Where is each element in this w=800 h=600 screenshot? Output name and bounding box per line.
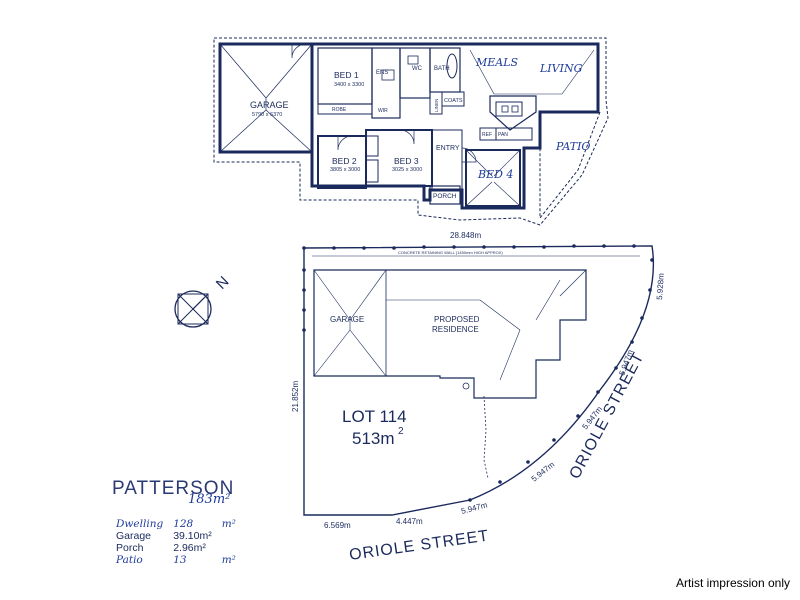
ens-label: ENS xyxy=(376,70,388,76)
wc-label: WC xyxy=(412,66,423,72)
floor-plan xyxy=(213,37,609,226)
area-row-label: Garage xyxy=(116,530,152,542)
garage-label: GARAGE xyxy=(250,100,289,110)
dim-diag-1: 5.947m xyxy=(460,500,488,516)
house-walls xyxy=(310,42,600,210)
area-row-value: 13 xyxy=(173,554,187,566)
bed2-label: BED 2 xyxy=(332,156,357,166)
bath-label: BATH xyxy=(434,66,450,72)
bed1-dim: 3400 x 3300 xyxy=(334,82,364,88)
lot-boundary xyxy=(303,245,655,516)
area-row-unit: m² xyxy=(221,554,236,566)
entry-label: ENTRY xyxy=(436,145,460,152)
site-plan xyxy=(174,244,655,516)
area-row-label: Patio xyxy=(116,554,143,566)
area-row: Dwelling 128 m² xyxy=(116,518,246,530)
site-garage-label: GARAGE xyxy=(330,315,364,324)
area-row-label: Dwelling xyxy=(116,518,164,530)
retaining-wall-label: CONCRETE RETAINING WALL (1450mm HIGH APP… xyxy=(398,250,503,255)
garage-dim: 5790 x 6370 xyxy=(252,112,282,118)
porch-label: PORCH xyxy=(433,193,457,200)
area-row-unit xyxy=(222,530,246,542)
garage-walls xyxy=(218,42,314,154)
area-row: Patio 13 m² xyxy=(116,554,246,566)
residence-label-1: PROPOSED xyxy=(434,315,480,324)
north-label: N xyxy=(213,273,233,293)
robe-label: ROBE xyxy=(332,107,347,113)
street-bottom-label: ORIOLE STREET xyxy=(348,527,490,563)
fence-markers xyxy=(302,244,654,502)
design-name: PATTERSON xyxy=(112,478,235,499)
lot-label: LOT 114 xyxy=(342,407,407,426)
total-area: 183m² xyxy=(188,492,231,507)
north-arrow-icon xyxy=(174,290,212,328)
area-row-label: Porch xyxy=(116,542,144,554)
pan-label: PAN xyxy=(498,132,508,138)
bed2-dim: 3805 x 3000 xyxy=(330,167,360,173)
dim-top: 28.848m xyxy=(450,231,481,240)
bed1-label: BED 1 xyxy=(334,70,359,80)
linen-label: LINEN xyxy=(434,99,439,112)
bed3-label: BED 3 xyxy=(394,156,419,166)
coats-label: COATS xyxy=(444,98,463,104)
site-plan-labels: N 28.848m CONCRETE RETAINING WALL (1450m… xyxy=(213,231,666,564)
title-block: PATTERSON 183m² Dwelling 128 m² Garage 39.10… xyxy=(112,478,342,566)
area-row-value: 2.96m² xyxy=(173,542,206,554)
residence-label-2: RESIDENCE xyxy=(432,325,479,334)
area-row-unit: m² xyxy=(221,518,236,530)
bed4-label: BED 4 xyxy=(477,168,513,181)
dim-right-2: 5.928m xyxy=(655,273,666,301)
area-row-value: 128 xyxy=(173,518,194,530)
patio-label: PATIO xyxy=(555,140,590,153)
lot-area-sup: 2 xyxy=(398,426,404,437)
dim-bottom-1: 6.569m xyxy=(324,521,351,530)
footer-note: Artist impression only xyxy=(675,576,790,590)
area-row: Garage 39.10m² xyxy=(116,530,246,542)
meals-label: MEALS xyxy=(475,56,519,69)
lot-area: 513m xyxy=(352,429,395,448)
patio-outline xyxy=(539,111,601,220)
floor-plan-labels: GARAGE 5790 x 6370 BED 1 3400 x 3300 ENS… xyxy=(250,56,590,200)
wir-label: WIR xyxy=(378,108,388,114)
area-row: Porch 2.96m² xyxy=(116,542,246,554)
area-row-value: 39.10m² xyxy=(173,530,212,542)
area-row-unit xyxy=(222,542,246,554)
bed3-dim: 3025 x 3000 xyxy=(392,167,422,173)
living-label: LIVING xyxy=(539,62,583,75)
dim-left: 21.852m xyxy=(291,381,300,412)
eave-outline xyxy=(213,37,609,226)
dim-bottom-2: 4.447m xyxy=(396,517,423,526)
ref-label: REF xyxy=(482,132,492,138)
residence-footprint xyxy=(313,269,587,399)
